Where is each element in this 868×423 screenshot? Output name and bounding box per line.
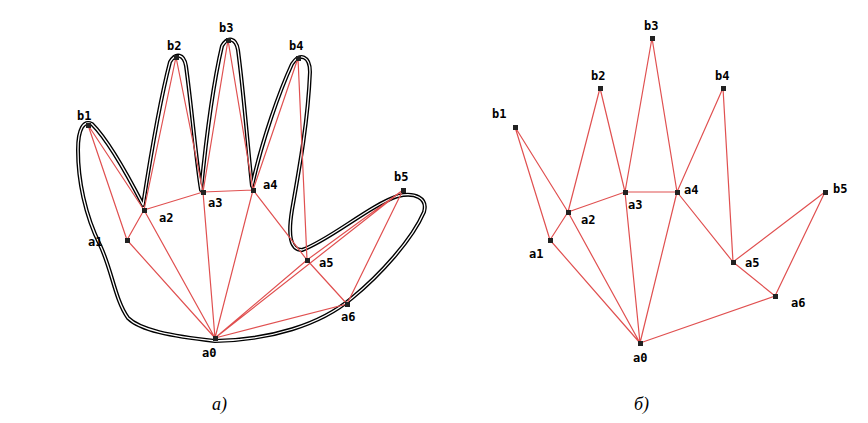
skeleton-lines-right (515, 38, 825, 343)
point-label: a3 (207, 197, 223, 210)
point-label: a3 (627, 199, 643, 212)
point-label: a5 (744, 257, 760, 270)
point-label: b2 (590, 70, 606, 83)
point-label: a2 (158, 212, 174, 225)
point-label: b5 (832, 183, 848, 196)
skeleton-lines-left (88, 40, 403, 338)
point-label: a6 (340, 311, 356, 324)
joint-dots (86, 36, 828, 346)
panel-caption: а) (212, 394, 227, 414)
point-label: a4 (262, 179, 278, 192)
point-label: b3 (643, 20, 659, 33)
point-label: b4 (288, 40, 304, 53)
point-label: b1 (491, 108, 507, 121)
point-label: b5 (393, 171, 409, 184)
point-label: b1 (76, 110, 92, 123)
point-label: a4 (683, 184, 699, 197)
hand-contour (78, 40, 425, 341)
point-label: a2 (580, 214, 596, 227)
point-label: b3 (218, 22, 234, 35)
point-label: a6 (790, 297, 806, 310)
point-label: a0 (632, 352, 648, 365)
point-label: b4 (714, 70, 730, 83)
point-label: a5 (318, 257, 334, 270)
panel-caption: б) (634, 394, 649, 414)
point-label: b2 (166, 40, 182, 53)
point-label: a1 (87, 236, 103, 249)
point-label: a0 (201, 347, 217, 360)
point-label: a1 (528, 248, 544, 261)
